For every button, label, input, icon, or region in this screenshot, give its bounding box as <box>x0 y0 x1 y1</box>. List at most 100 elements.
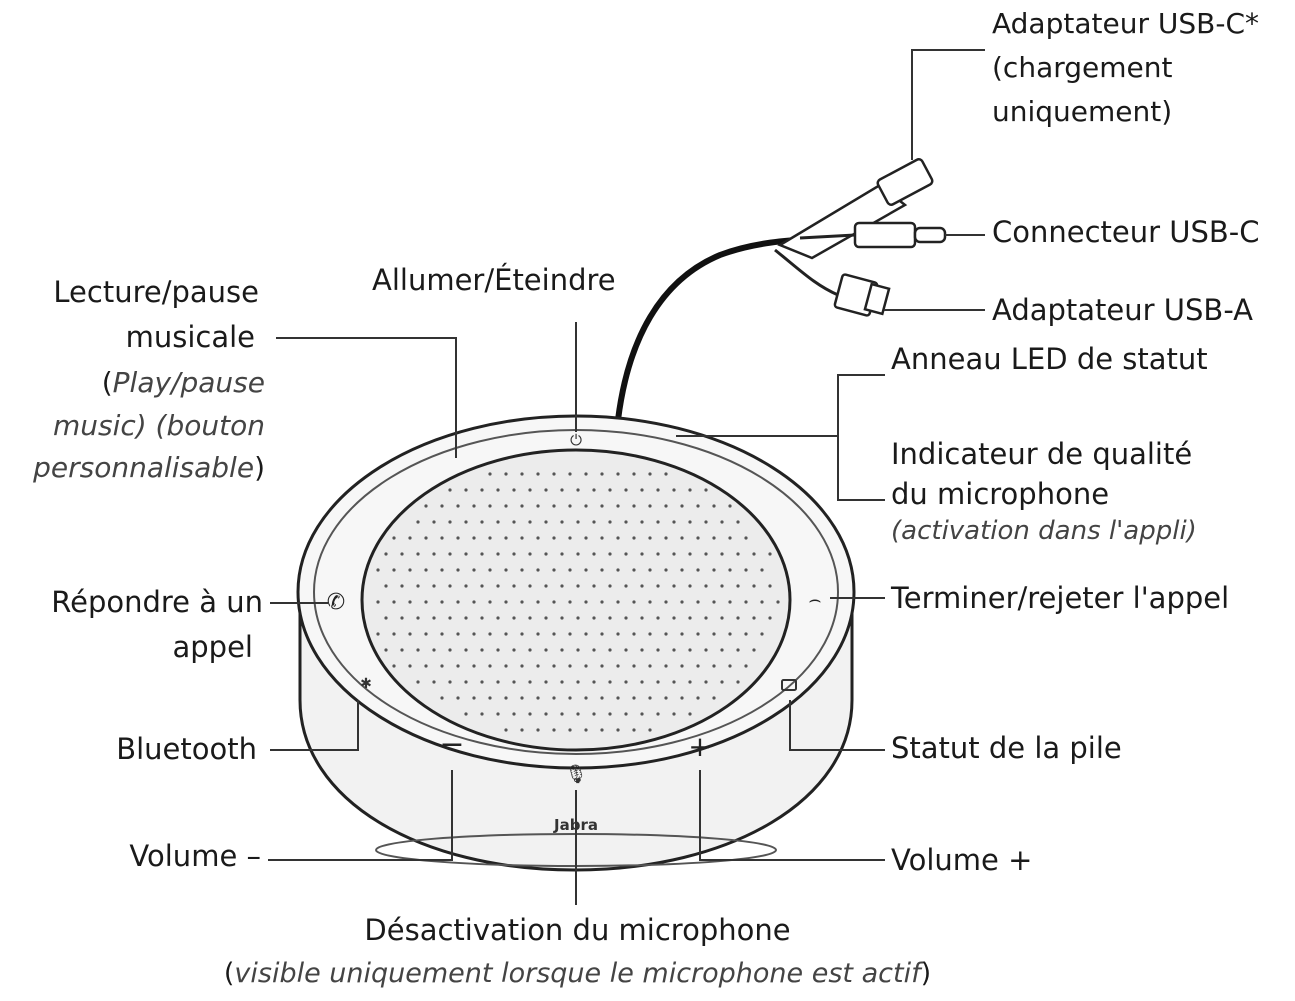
grille-dot <box>552 664 556 668</box>
grille-dot <box>512 584 516 588</box>
grille-dot <box>672 712 676 716</box>
grille-dot <box>592 488 596 492</box>
label-play-pause-note: (Play/pause music) (bouton personnalisab… <box>33 366 265 485</box>
grille-dot <box>512 520 516 524</box>
grille-dot <box>496 520 500 524</box>
grille-dot <box>488 536 492 540</box>
grille-dot <box>776 600 780 604</box>
grille-dot <box>560 488 564 492</box>
grille-dot <box>656 552 660 556</box>
grille-dot <box>432 648 436 652</box>
grille-dot <box>536 600 540 604</box>
grille-dot <box>728 632 732 636</box>
grille-dot <box>472 504 476 508</box>
grille-dot <box>504 632 508 636</box>
grille-dot <box>544 520 548 524</box>
grille-dot <box>560 616 564 620</box>
grille-dot <box>456 568 460 572</box>
end-call-icon[interactable]: ⌢ <box>808 587 821 611</box>
grille-dot <box>576 520 580 524</box>
grille-dot <box>632 568 636 572</box>
grille-dot <box>488 696 492 700</box>
grille-dot <box>416 520 420 524</box>
label-led-ring: Anneau LED de statut <box>891 342 1208 376</box>
grille-dot <box>560 552 564 556</box>
grille-dot <box>432 584 436 588</box>
grille-dot <box>664 504 668 508</box>
grille-dot <box>480 712 484 716</box>
grille-dot <box>592 552 596 556</box>
grille-dot <box>424 664 428 668</box>
grille-dot <box>392 632 396 636</box>
grille-dot <box>648 632 652 636</box>
grille-dot <box>632 472 636 476</box>
grille-dot <box>696 568 700 572</box>
volume-down-icon[interactable]: − <box>439 727 464 762</box>
grille-dot <box>448 520 452 524</box>
grille-dot <box>608 488 612 492</box>
power-icon[interactable]: ⏻ <box>570 431 582 449</box>
grille-dot <box>600 600 604 604</box>
grille-dot <box>704 552 708 556</box>
grille-dot <box>688 616 692 620</box>
grille-dot <box>520 568 524 572</box>
grille-dot <box>616 504 620 508</box>
grille-dot <box>728 504 732 508</box>
grille-dot <box>600 696 604 700</box>
grille-dot <box>624 648 628 652</box>
grille-dot <box>544 552 548 556</box>
grille-dot <box>720 552 724 556</box>
answer-call-icon[interactable]: ✆ <box>327 590 345 615</box>
grille-dot <box>704 648 708 652</box>
label-usbc-connector: Connecteur USB-C <box>992 215 1260 249</box>
leader-battery <box>789 700 885 751</box>
grille-dot <box>664 664 668 668</box>
grille-dot <box>584 664 588 668</box>
grille-dot <box>584 632 588 636</box>
grille-dot <box>720 616 724 620</box>
grille-dot <box>640 680 644 684</box>
grille-dot <box>648 696 652 700</box>
grille-dot <box>648 568 652 572</box>
grille-dot <box>568 504 572 508</box>
grille-dot <box>704 488 708 492</box>
grille-dot <box>496 712 500 716</box>
grille-dot <box>472 632 476 636</box>
grille-dot <box>552 632 556 636</box>
grille-dot <box>608 648 612 652</box>
grille-dot <box>440 504 444 508</box>
grille-dot <box>448 488 452 492</box>
grille-dot <box>624 520 628 524</box>
grille-dot <box>504 696 508 700</box>
grille-dot <box>728 568 732 572</box>
grille-dot <box>488 568 492 572</box>
grille-dot <box>664 568 668 572</box>
grille-dot <box>712 632 716 636</box>
grille-dot <box>648 664 652 668</box>
mic-mute-icon[interactable]: 🎙 <box>565 764 588 785</box>
grille-dot <box>472 568 476 572</box>
grille-dot <box>400 552 404 556</box>
leader-bluetooth <box>270 700 359 751</box>
grille-dot <box>432 552 436 556</box>
grille-dot <box>680 568 684 572</box>
grille-dot <box>592 616 596 620</box>
grille-dot <box>632 696 636 700</box>
grille-dot <box>696 504 700 508</box>
grille-dot <box>744 632 748 636</box>
grille-dot <box>496 584 500 588</box>
bluetooth-icon[interactable]: ✱ <box>360 676 372 692</box>
grille-dot <box>568 728 572 732</box>
grille-dot <box>568 536 572 540</box>
grille-dot <box>632 632 636 636</box>
grille-dot <box>640 520 644 524</box>
grille-dot <box>456 504 460 508</box>
grille-dot <box>392 568 396 572</box>
grille-dot <box>616 632 620 636</box>
grille-dot <box>456 664 460 668</box>
grille-dot <box>544 616 548 620</box>
grille-dot <box>616 728 620 732</box>
label-answer-call: Répondre à un appel <box>51 585 263 664</box>
grille-dot <box>624 712 628 716</box>
volume-up-icon[interactable]: + <box>688 730 711 763</box>
